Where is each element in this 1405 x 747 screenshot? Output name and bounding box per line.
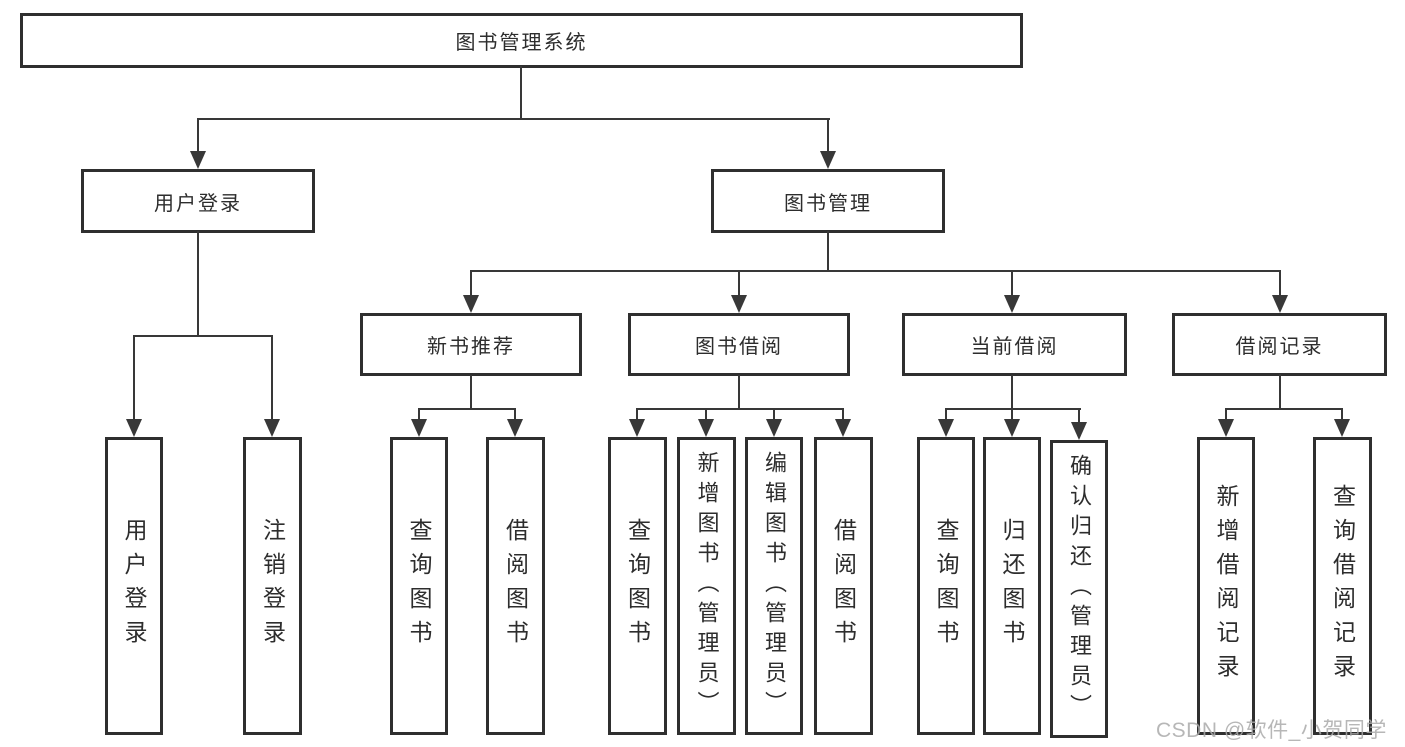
connector-line — [945, 408, 1081, 410]
connector-line — [197, 231, 199, 335]
arrowhead-down-icon — [411, 419, 427, 437]
leaf-borrow-books: 借阅图书 — [814, 437, 873, 735]
leaf-add-books-admin: 新增图书（管理员） — [677, 437, 736, 735]
leaf-logout: 注销登录 — [243, 437, 302, 735]
arrowhead-down-icon — [766, 419, 782, 437]
leaf-confirm-return-admin: 确认归还（管理员） — [1050, 440, 1108, 738]
connector-line — [738, 270, 740, 298]
arrowhead-down-icon — [835, 419, 851, 437]
arrowhead-down-icon — [264, 419, 280, 437]
connector-line — [418, 408, 516, 410]
connector-line — [418, 408, 420, 422]
connector-line — [133, 335, 273, 337]
leaf-return-books: 归还图书 — [983, 437, 1041, 735]
arrowhead-down-icon — [731, 295, 747, 313]
connector-line — [1341, 408, 1343, 422]
leaf-query-books-recommend: 查询图书 — [390, 437, 448, 735]
connector-line — [1279, 374, 1281, 410]
csdn-watermark: CSDN @软件_小贺同学 — [1156, 719, 1387, 742]
leaf-borrow-books-recommend: 借阅图书 — [486, 437, 545, 735]
connector-line — [470, 270, 1281, 272]
arrowhead-down-icon — [463, 295, 479, 313]
connector-line — [520, 66, 522, 119]
arrowhead-down-icon — [1272, 295, 1288, 313]
arrowhead-down-icon — [190, 151, 206, 169]
node-current-borrow: 当前借阅 — [902, 313, 1127, 376]
connector-line — [773, 408, 775, 422]
connector-line — [197, 118, 199, 154]
connector-line — [705, 408, 707, 422]
node-new-book-recommend: 新书推荐 — [360, 313, 582, 376]
connector-line — [514, 408, 516, 422]
connector-line — [470, 270, 472, 298]
node-book-borrow: 图书借阅 — [628, 313, 850, 376]
connector-line — [1011, 270, 1013, 298]
connector-line — [1225, 408, 1227, 422]
node-root-library-system: 图书管理系统 — [20, 13, 1023, 68]
connector-line — [842, 408, 844, 422]
arrowhead-down-icon — [1004, 295, 1020, 313]
connector-line — [738, 375, 740, 410]
leaf-add-borrow-record: 新增借阅记录 — [1197, 437, 1255, 735]
arrowhead-down-icon — [1071, 422, 1087, 440]
leaf-query-books-current: 查询图书 — [917, 437, 975, 735]
connector-line — [271, 335, 273, 423]
connector-line — [197, 118, 830, 120]
connector-line — [636, 408, 844, 410]
arrowhead-down-icon — [126, 419, 142, 437]
connector-line — [827, 118, 829, 154]
connector-line — [470, 375, 472, 410]
node-borrow-records: 借阅记录 — [1172, 313, 1387, 376]
connector-line — [1078, 408, 1080, 425]
leaf-query-borrow-record: 查询借阅记录 — [1313, 437, 1372, 735]
node-user-login: 用户登录 — [81, 169, 315, 233]
arrowhead-down-icon — [1004, 419, 1020, 437]
connector-line — [827, 231, 829, 272]
leaf-query-books-borrow: 查询图书 — [608, 437, 667, 735]
arrowhead-down-icon — [1218, 419, 1234, 437]
arrowhead-down-icon — [698, 419, 714, 437]
connector-line — [1279, 270, 1281, 298]
connector-line — [1011, 408, 1013, 422]
connector-line — [945, 408, 947, 422]
connector-line — [636, 408, 638, 422]
leaf-edit-books-admin: 编辑图书（管理员） — [745, 437, 803, 735]
arrowhead-down-icon — [938, 419, 954, 437]
connector-line — [1011, 375, 1013, 410]
arrowhead-down-icon — [1334, 419, 1350, 437]
arrowhead-down-icon — [629, 419, 645, 437]
connector-line — [1225, 408, 1343, 410]
leaf-user-login: 用户登录 — [105, 437, 163, 735]
arrowhead-down-icon — [507, 419, 523, 437]
node-book-management: 图书管理 — [711, 169, 945, 233]
connector-line — [133, 335, 135, 423]
arrowhead-down-icon — [820, 151, 836, 169]
